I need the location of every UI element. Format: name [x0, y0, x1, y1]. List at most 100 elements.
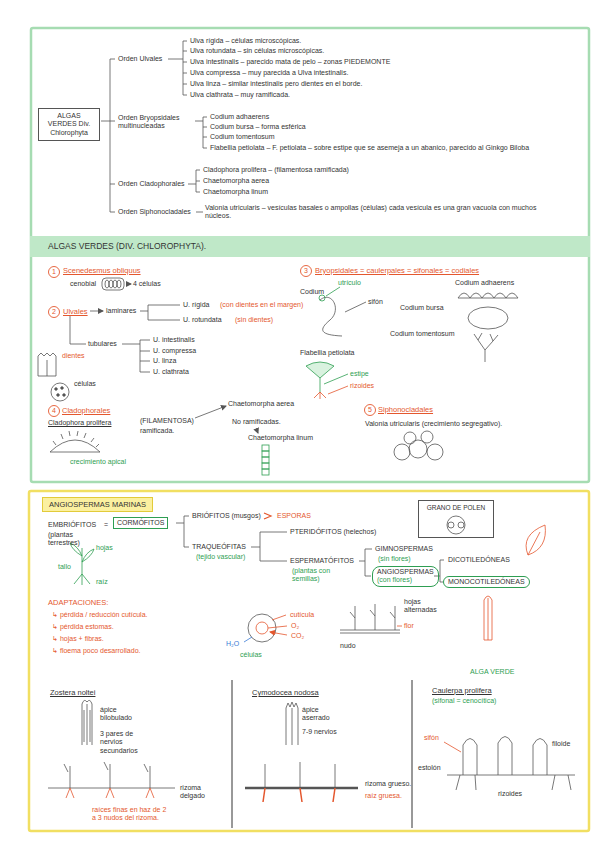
seagrass-sketch [340, 604, 400, 633]
seagrass-sketch [70, 543, 94, 585]
seagrass-sketch [397, 626, 402, 627]
note-text: estolón [418, 764, 441, 772]
alga-sketch [320, 297, 342, 336]
callout-number: 2 [48, 306, 60, 318]
alga-sketch [38, 278, 518, 475]
note-text: crecimiento apical [70, 458, 126, 466]
alga-sketch [105, 280, 109, 288]
alga-sketch [102, 278, 124, 290]
note-text: Ulva rotundata – sin células microscópic… [190, 47, 324, 55]
note-text: DICOTILEDÓNEAS [448, 556, 510, 564]
note-text: ↳ pérdida estomas. [52, 623, 114, 631]
note-text: hojas [96, 544, 113, 552]
seagrass-sketch [444, 742, 461, 752]
node-heading: CORMÓFITOS [117, 519, 164, 527]
note-text: Codium tomentosum [390, 330, 455, 338]
note-text: (tejido vascular) [196, 553, 245, 561]
note-text: Cladophorales [62, 406, 110, 415]
note-text: Chaetomorpha aerea [203, 177, 269, 185]
seagrass-sketch [245, 787, 358, 790]
note-text: flor [404, 622, 414, 630]
alga-sketch [262, 451, 269, 457]
note-text: U. clathrata [153, 368, 189, 376]
node-heading: ANGIOSPERMAS [377, 568, 434, 576]
alga-sketch [262, 445, 269, 451]
seagrass-sketch [458, 522, 464, 528]
note-text: Orden Cladophorales [118, 180, 185, 188]
arrow-line [126, 284, 131, 285]
seagrass-sketch [463, 737, 547, 776]
alga-sketch [319, 295, 325, 301]
note-text: tubulares [88, 340, 117, 348]
alga-sketch [262, 445, 269, 475]
note-text: Ulva compressa – muy parecida a Ulva int… [190, 69, 348, 77]
note-text: sifón [424, 734, 439, 742]
node-heading: MONOCOTILEDÓNEAS [448, 578, 525, 586]
seagrass-sketch [66, 788, 154, 798]
callout-circle [365, 405, 376, 416]
bracket-line [140, 305, 180, 320]
note-text: Bryopsidales = caulerpales = sifonales =… [315, 266, 479, 275]
note-text: Ulva intestinalis – parecido mata de pel… [190, 58, 390, 66]
note-text: (FILAMENTOSA) [140, 417, 194, 425]
note-text: (plantas con semillas) [292, 567, 354, 584]
note-text: EMBRIÓFITOS [48, 521, 96, 529]
node-heading: ALGAS VERDES (DIV. CHLOROPHYTA). [48, 241, 572, 251]
note-text: Orden Bryopsidales multinucleadas [118, 114, 193, 131]
note-text: rizoma grueso. [365, 780, 411, 788]
node-heading: 3 [300, 265, 312, 277]
note-text: U. rotundata [183, 316, 222, 324]
alga-sketch [324, 374, 348, 384]
note-text: ↳ floema poco desarrollado. [52, 647, 141, 655]
note-text: (sifonal = cenocítica) [432, 697, 496, 705]
note-text: Cymodocea nodosa [252, 688, 319, 697]
note-text: Orden Ulvales [118, 55, 162, 63]
note-text: Codium [300, 288, 324, 296]
note-text: 3 pares de nervios secundarios [100, 730, 152, 755]
alga-sketch [47, 360, 48, 376]
alga-sketch [262, 457, 269, 463]
callout-circle [301, 266, 312, 277]
note-text: ↳ pérdida / reducción cutícula. [52, 611, 148, 619]
node-heading: 5 [364, 404, 376, 416]
seagrass-sketch [82, 700, 92, 745]
callout-circle [49, 267, 60, 278]
seagrass-sketch [448, 522, 454, 528]
node-heading: GRANO DE POLEN [419, 504, 493, 512]
panel-frame [29, 491, 589, 831]
term-box: CORMÓFITOS [113, 517, 168, 529]
node-heading: 2 [48, 306, 60, 318]
note-text: rizoides [350, 382, 374, 390]
alga-sketch [314, 392, 326, 399]
note-text: ápice bilobulado [100, 706, 142, 723]
note-text: ramificada. [140, 427, 174, 435]
seagrass-sketch [526, 525, 545, 555]
alga-sketch [394, 444, 410, 460]
note-text: células [240, 651, 262, 659]
seagrass-sketch [256, 622, 268, 634]
note-text: Valonia utricularis – vesículas basales … [205, 204, 545, 221]
bracket-line [122, 340, 150, 372]
note-text: Ulva linza – similar intestinalis pero d… [190, 80, 362, 88]
term-pill: ANGIOSPERMAS(con flores) [372, 566, 439, 587]
note-text: Valonia utricularis (crecimiento segrega… [365, 420, 502, 428]
note-text: (con dientes en el margen) [220, 301, 303, 309]
note-text: Flabellia petiolata – F. petiolata – sob… [210, 144, 580, 152]
note-text: laminares [106, 307, 136, 315]
note-text: U. linza [153, 357, 176, 365]
note-text: TRAQUEÓFITAS [192, 543, 246, 551]
callout-number: 3 [300, 265, 312, 277]
alga-sketch [117, 280, 121, 288]
bracket-line [359, 549, 372, 576]
note-text: Chaetomorpha linum [203, 188, 268, 196]
note-text: Codium tomentosum [210, 133, 275, 141]
callout-number: 5 [364, 404, 376, 416]
bracket-line [176, 516, 189, 547]
bracket-line [70, 41, 444, 828]
alga-sketch [404, 432, 416, 444]
callout-circle [49, 406, 60, 417]
note-text: = [104, 521, 108, 529]
note-text: GIMNOSPERMAS [375, 545, 433, 553]
note-text: Caulerpa prolifera [432, 686, 492, 695]
